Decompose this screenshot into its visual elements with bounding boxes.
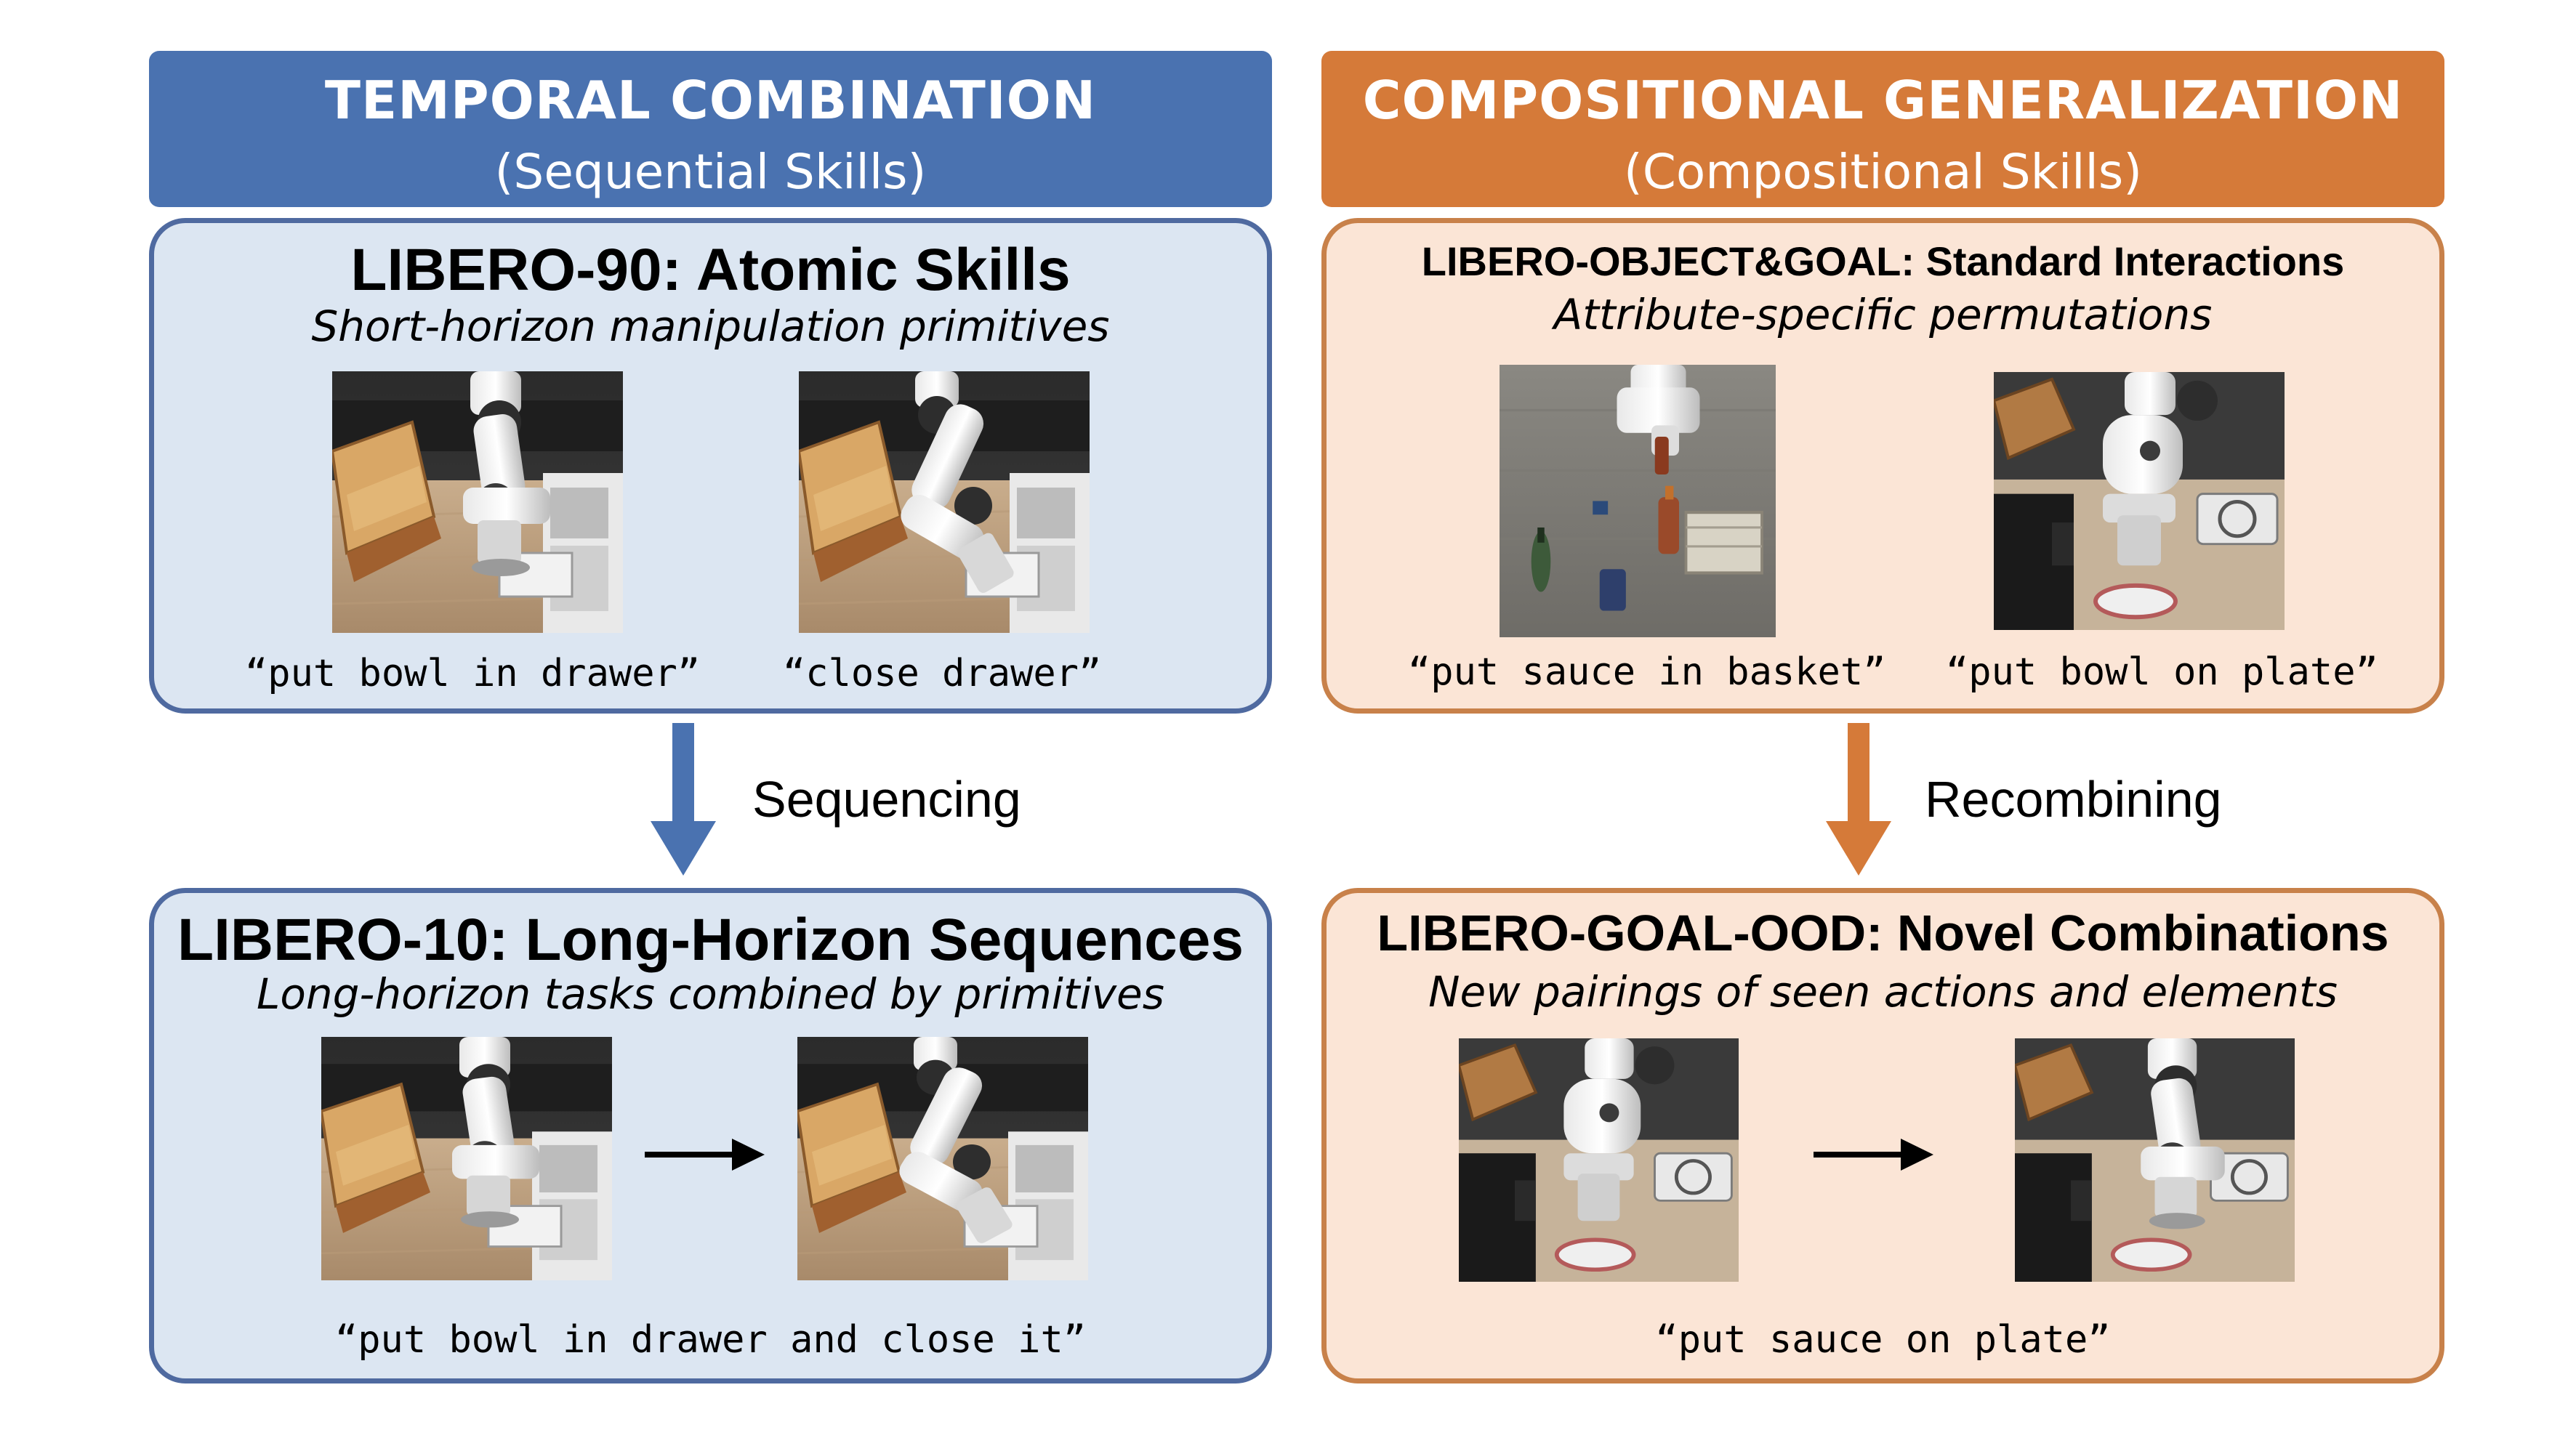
libero-90-subtitle: Short-horizon manipulation primitives [311,302,1110,351]
libero-goal-ood-subtitle: New pairings of seen actions and element… [1428,967,2338,1017]
robot-scene-image [1994,372,2285,630]
libero-10-subtitle: Long-horizon tasks combined by primitive… [257,969,1164,1019]
robot-scene-image [321,1037,612,1280]
down-arrow-icon [651,723,716,876]
libero-object-goal-title: LIBERO-OBJECT&GOAL: Standard Interaction… [1421,238,2345,284]
temporal-header: TEMPORAL COMBINATION (Sequential Skills) [149,51,1272,207]
sequencing-label: Sequencing [752,771,1021,828]
robot-scene-image [1459,1038,1739,1282]
libero-object-goal-panel: LIBERO-OBJECT&GOAL: Standard Interaction… [1321,218,2444,714]
scene-caption: “put sauce in basket” [1408,650,1886,694]
right-arrow-icon [645,1133,765,1176]
libero-10-panel: LIBERO-10: Long-Horizon Sequences Long-h… [149,888,1272,1383]
libero-90-title: LIBERO-90: Atomic Skills [350,237,1071,303]
scene-caption: “put bowl in drawer and close it” [334,1318,1087,1362]
libero-object-goal-subtitle: Attribute-specific permutations [1553,290,2213,339]
robot-scene-image [332,371,623,634]
down-arrow-icon [1826,723,1891,876]
compositional-header-title: COMPOSITIONAL GENERALIZATION [1362,70,2404,131]
right-arrow-icon [1814,1133,1933,1176]
robot-scene-image [2015,1038,2295,1282]
robot-scene-image [797,1037,1088,1280]
libero-goal-ood-panel: LIBERO-GOAL-OOD: Novel Combinations New … [1321,888,2444,1383]
libero-90-panel: LIBERO-90: Atomic Skills Short-horizon m… [149,218,1272,714]
temporal-header-subtitle: (Sequential Skills) [494,144,927,200]
robot-scene-image [1500,365,1776,637]
scene-caption: “put sauce on plate” [1655,1318,2111,1362]
temporal-header-title: TEMPORAL COMBINATION [324,70,1097,131]
robot-scene-image [799,371,1090,634]
compositional-header: COMPOSITIONAL GENERALIZATION (Compositio… [1321,51,2444,207]
scene-caption: “close drawer” [783,652,1102,695]
compositional-header-subtitle: (Compositional Skills) [1624,144,2142,200]
libero-goal-ood-title: LIBERO-GOAL-OOD: Novel Combinations [1377,905,2389,961]
scene-caption: “put bowl on plate” [1946,650,2378,694]
libero-10-title: LIBERO-10: Long-Horizon Sequences [177,907,1244,973]
scene-caption: “put bowl in drawer” [245,652,701,695]
recombining-label: Recombining [1925,771,2222,828]
